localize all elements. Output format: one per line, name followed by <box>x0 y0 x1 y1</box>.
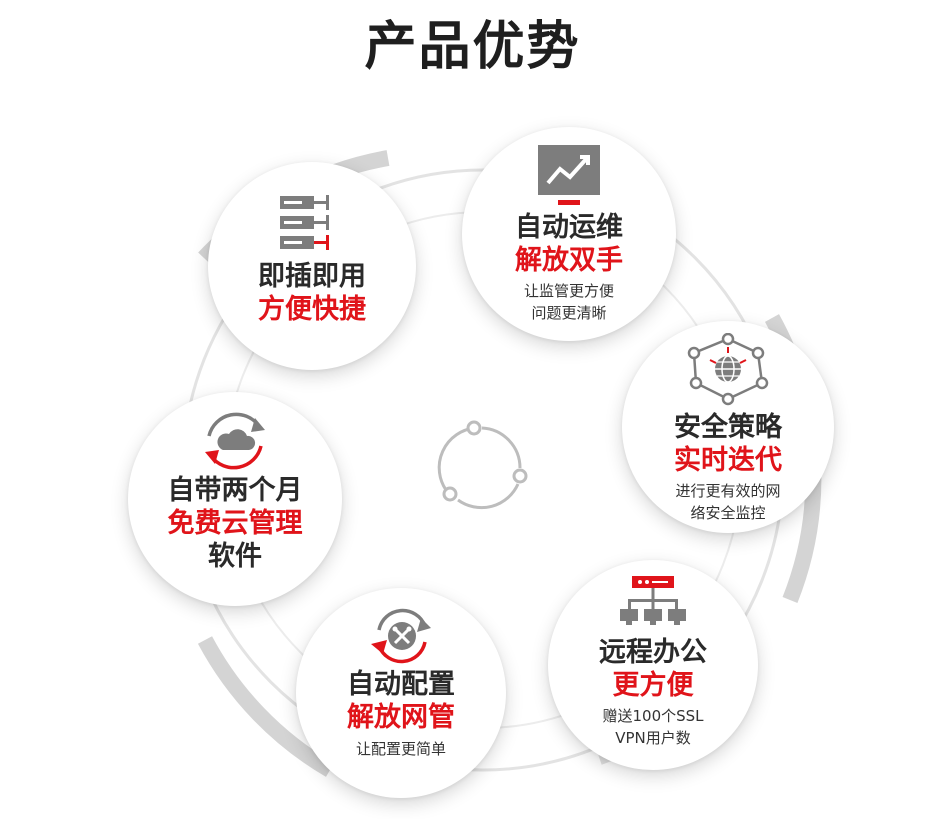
wrench-cycle-icon <box>371 608 431 664</box>
page-title: 产品优势 <box>364 17 581 77</box>
network-globe-icon <box>687 333 769 406</box>
card-title-security: 安全策略 <box>674 412 782 443</box>
card-title-cloud: 自带两个月 <box>167 475 303 506</box>
center-cycle-icon <box>437 420 528 510</box>
card-auto-config: 自动配置 解放网管 让配置更简单 <box>296 588 506 798</box>
card-title-plug: 即插即用 <box>258 261 366 292</box>
monitor-trend-icon <box>538 145 600 205</box>
card-title-ops: 自动运维 <box>515 212 623 243</box>
card-subtitle-remote: 更方便 <box>612 670 694 701</box>
card-desc-ops-1: 让监管更方便 <box>523 282 614 300</box>
card-desc-ops-2: 问题更清晰 <box>531 304 607 322</box>
card-subtitle-ops: 解放双手 <box>515 245 623 276</box>
card-desc-remote-2: VPN用户数 <box>615 729 691 747</box>
card-desc-security-1: 进行更有效的网 <box>675 482 781 500</box>
server-rack-icon <box>280 195 329 250</box>
card-subtitle-plug: 方便快捷 <box>258 294 366 325</box>
card-remote-office: 远程办公 更方便 赠送100个SSL VPN用户数 <box>548 560 758 770</box>
network-topology-icon <box>620 576 686 625</box>
card-desc-remote-1: 赠送100个SSL <box>602 707 704 725</box>
card-title-config: 自动配置 <box>347 669 455 700</box>
card-desc-config: 让配置更简单 <box>355 740 446 758</box>
card-desc-security-2: 络安全监控 <box>690 504 766 522</box>
card-title-remote: 远程办公 <box>599 637 707 668</box>
card-plug-and-play: 即插即用 方便快捷 <box>208 162 416 370</box>
card-free-cloud: 自带两个月 免费云管理 软件 <box>128 392 342 606</box>
cloud-sync-icon <box>205 412 265 470</box>
card-subtitle-config: 解放网管 <box>347 702 455 733</box>
card-security-policy: 安全策略 实时迭代 进行更有效的网 络安全监控 <box>622 321 834 533</box>
card-title-cloud-software: 软件 <box>208 541 262 572</box>
card-auto-ops: 自动运维 解放双手 让监管更方便 问题更清晰 <box>462 127 676 341</box>
card-subtitle-security: 实时迭代 <box>674 445 782 476</box>
card-subtitle-cloud: 免费云管理 <box>167 508 303 539</box>
arc-bottom-left <box>197 636 335 777</box>
